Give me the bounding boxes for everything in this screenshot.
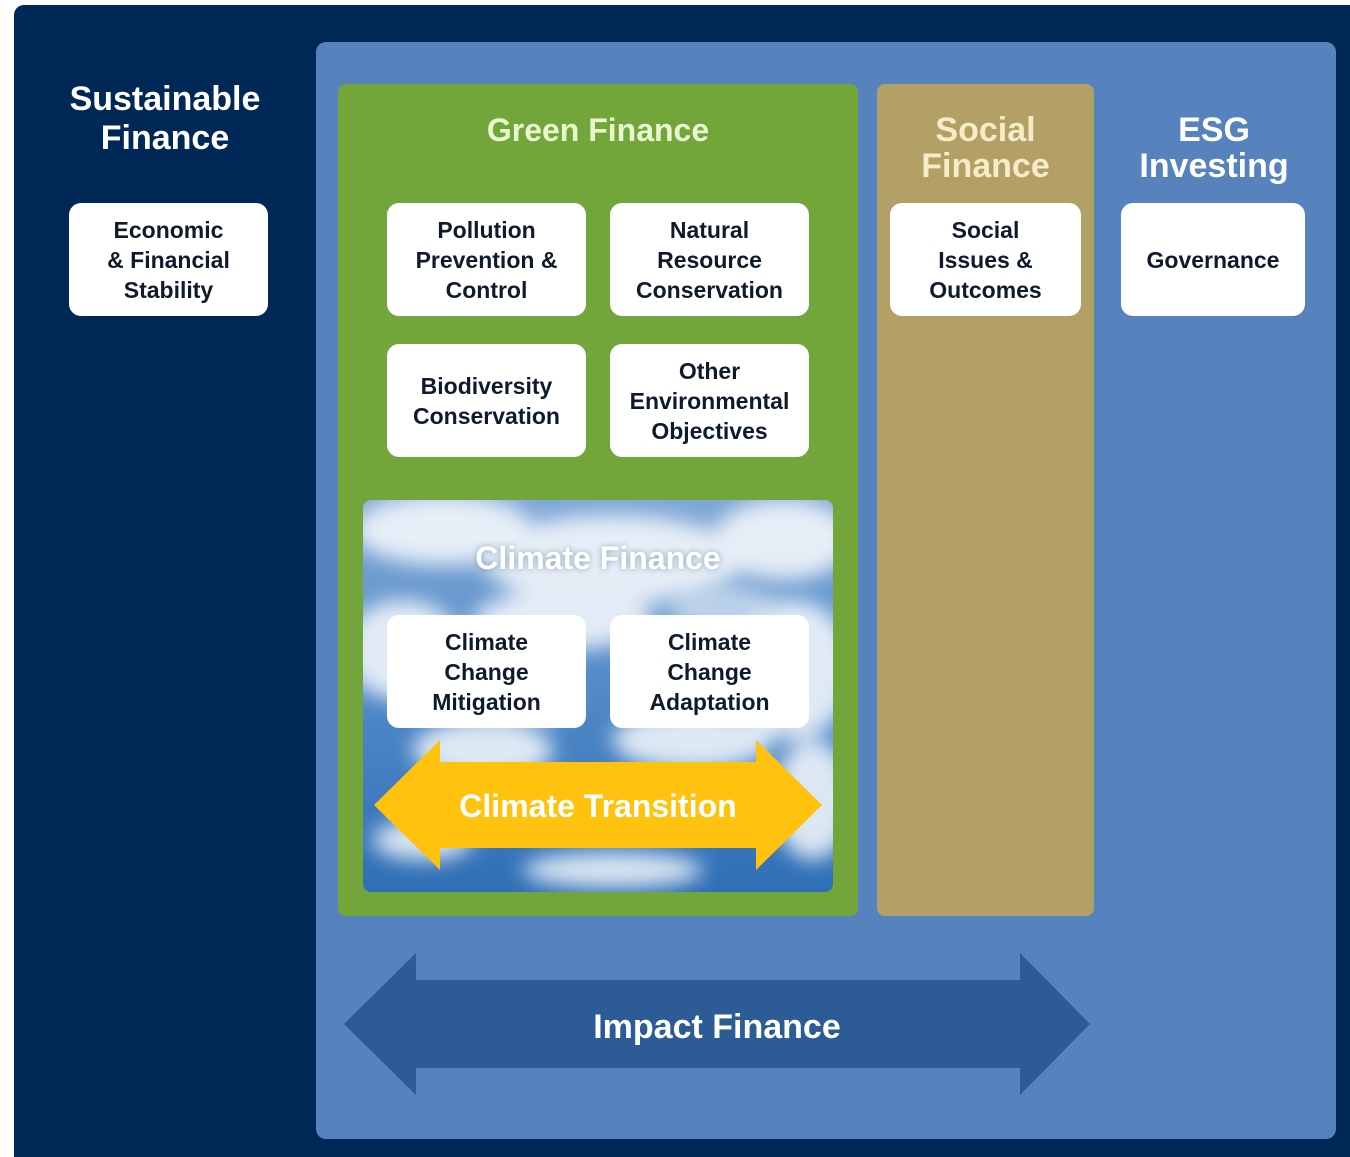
green-finance-title: Green Finance: [486, 112, 710, 148]
biodiversity-card: Biodiversity Conservation: [387, 344, 586, 457]
social-finance-title: Social Finance: [921, 111, 1050, 185]
climate-adaptation-card: Climate Change Adaptation: [610, 615, 809, 728]
impact-finance-arrow: [344, 953, 1090, 1095]
economic-financial-stability-card: Economic & Financial Stability: [69, 203, 268, 316]
sustainable-finance-title: Sustainable Finance: [69, 80, 261, 158]
climate-transition-label: Climate Transition: [459, 788, 737, 824]
climate-mitigation-card: Climate Change Mitigation: [387, 615, 586, 728]
governance-card: Governance: [1121, 203, 1305, 316]
other-environmental-card: Other Environmental Objectives: [610, 344, 809, 457]
social-issues-card: Social Issues & Outcomes: [890, 203, 1081, 316]
impact-finance-label: Impact Finance: [593, 1008, 841, 1046]
climate-finance-title: Climate Finance: [475, 540, 721, 576]
climate-transition-arrow: [374, 740, 822, 870]
natural-resource-card: Natural Resource Conservation: [610, 203, 809, 316]
esg-investing-title: ESG Investing: [1139, 111, 1289, 185]
pollution-prevention-card: Pollution Prevention & Control: [387, 203, 586, 316]
